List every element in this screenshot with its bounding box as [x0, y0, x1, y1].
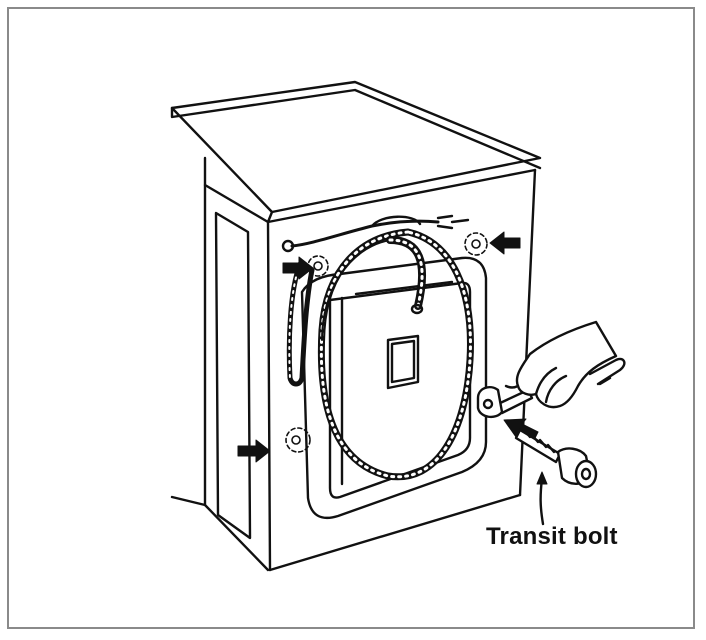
- left-hose-hanger: [281, 239, 315, 387]
- wrench: [476, 386, 534, 419]
- transit-bolt-label: Transit bolt: [486, 523, 618, 550]
- bottom-left-bolt: [285, 427, 311, 453]
- arrows: [237, 231, 539, 463]
- arrow-top-left: [282, 256, 314, 280]
- figure-frame: [7, 7, 695, 629]
- top-right-bolt: [464, 232, 488, 256]
- arrow-top-right: [489, 231, 521, 255]
- callout-leader: [539, 476, 545, 526]
- inner-hose: [386, 236, 427, 315]
- hand: [504, 320, 626, 409]
- callout-leader-arrowhead: [536, 471, 548, 485]
- bolt-locations: [285, 232, 499, 453]
- arrow-bottom-left: [237, 439, 271, 463]
- back-cover-plate: [300, 256, 488, 520]
- transit-bolt: [514, 428, 598, 489]
- machine-cabinet: [170, 80, 542, 572]
- drain-hose: [317, 228, 474, 481]
- power-cord: [290, 214, 470, 248]
